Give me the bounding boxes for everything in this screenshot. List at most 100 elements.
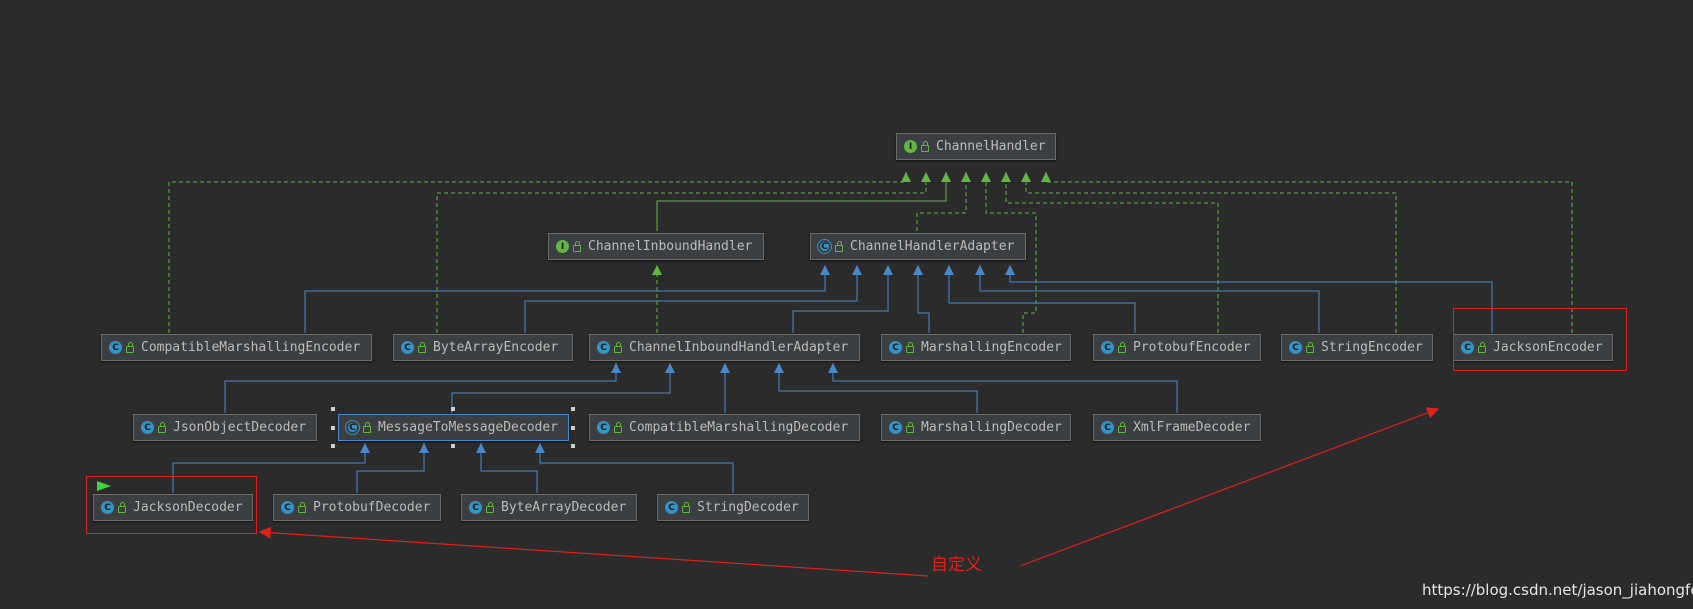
- implements-edges: [168, 172, 1573, 333]
- node-label: MarshallingDecoder: [921, 420, 1062, 435]
- edge-channel-handler-adapter-implements: [916, 172, 971, 231]
- edge-byte-array-encoder-implements: [436, 172, 931, 333]
- edge-marshalling-encoder-implements: [981, 172, 1037, 333]
- public-lock-icon: [118, 502, 126, 513]
- edge-byte-array-encoder-extends: [524, 265, 862, 333]
- annotation-arrow-to-jackson-encoder: [1019, 407, 1440, 567]
- edge-xml-frame-decoder-extends: [828, 363, 1178, 413]
- node-channel-inbound-handler-adapter[interactable]: C ChannelInboundHandlerAdapter: [589, 334, 860, 361]
- resize-handle[interactable]: [451, 407, 455, 411]
- node-label: ProtobufEncoder: [1133, 340, 1251, 355]
- edge-jackson-decoder-extends: [172, 443, 370, 493]
- public-lock-icon: [614, 422, 622, 433]
- public-lock-icon: [126, 342, 134, 353]
- interface-icon: I: [904, 140, 917, 153]
- node-label: ByteArrayDecoder: [501, 500, 627, 515]
- edge-compatible-marshalling-encoder-implements: [168, 172, 911, 333]
- resize-handle[interactable]: [331, 407, 335, 411]
- class-icon: C: [665, 501, 678, 514]
- node-label: MarshallingEncoder: [921, 340, 1062, 355]
- edge-marshalling-encoder-extends: [913, 265, 930, 333]
- class-icon: C: [889, 341, 902, 354]
- class-icon: C: [1289, 341, 1302, 354]
- public-lock-icon: [158, 422, 166, 433]
- class-icon: C: [141, 421, 154, 434]
- cursor-icon: [97, 481, 111, 491]
- resize-handle[interactable]: [571, 407, 575, 411]
- class-icon: C: [281, 501, 294, 514]
- watermark: https://blog.csdn.net/jason_jiahongfei: [1422, 581, 1693, 599]
- edge-protobuf-encoder-implements: [1001, 172, 1219, 333]
- resize-handle[interactable]: [571, 426, 575, 430]
- class-icon: C: [401, 341, 414, 354]
- node-label: MessageToMessageDecoder: [378, 420, 559, 435]
- class-icon: C: [597, 341, 610, 354]
- node-compatible-marshalling-encoder[interactable]: C CompatibleMarshallingEncoder: [101, 334, 372, 361]
- class-icon: C: [469, 501, 482, 514]
- node-byte-array-decoder[interactable]: C ByteArrayDecoder: [461, 494, 637, 521]
- class-icon: C: [109, 341, 122, 354]
- edge-protobuf-decoder-extends: [356, 443, 429, 493]
- public-lock-icon: [1306, 342, 1314, 353]
- node-label: ChannelInboundHandlerAdapter: [629, 340, 849, 355]
- edge-marshalling-decoder-extends: [774, 363, 978, 413]
- public-lock-icon: [573, 241, 581, 252]
- public-lock-icon: [1478, 342, 1486, 353]
- node-label: ChannelHandlerAdapter: [850, 239, 1015, 254]
- node-label: StringDecoder: [697, 500, 799, 515]
- edge-jackson-encoder-extends: [1005, 265, 1493, 333]
- node-label: JacksonDecoder: [133, 500, 243, 515]
- node-label: JsonObjectDecoder: [173, 420, 307, 435]
- public-lock-icon: [363, 422, 371, 433]
- annotation-label: 自定义: [931, 555, 982, 575]
- edge-channel-inbound-handler-extends: [656, 172, 951, 231]
- public-lock-icon: [921, 141, 929, 152]
- class-icon: C: [1461, 341, 1474, 354]
- resize-handle[interactable]: [451, 444, 455, 448]
- edge-message-to-message-decoder-extends: [451, 363, 675, 413]
- node-marshalling-encoder[interactable]: C MarshallingEncoder: [881, 334, 1071, 361]
- node-label: ProtobufDecoder: [313, 500, 431, 515]
- node-label: CompatibleMarshallingDecoder: [629, 420, 849, 435]
- extends-edges: [172, 265, 1493, 493]
- public-lock-icon: [486, 502, 494, 513]
- resize-handle[interactable]: [331, 444, 335, 448]
- node-string-decoder[interactable]: C StringDecoder: [657, 494, 809, 521]
- resize-handle[interactable]: [571, 444, 575, 448]
- abstract-class-icon: C: [818, 240, 831, 253]
- public-lock-icon: [682, 502, 690, 513]
- public-lock-icon: [1118, 422, 1126, 433]
- interface-icon: I: [556, 240, 569, 253]
- highlight-box-jackson-decoder: [86, 476, 257, 534]
- edge-jackson-encoder-implements: [1041, 172, 1573, 333]
- public-lock-icon: [418, 342, 426, 353]
- class-icon: C: [101, 501, 114, 514]
- node-jackson-decoder[interactable]: C JacksonDecoder: [93, 494, 253, 521]
- edge-string-encoder-extends: [975, 265, 1320, 333]
- public-lock-icon: [835, 241, 843, 252]
- node-label: CompatibleMarshallingEncoder: [141, 340, 361, 355]
- abstract-class-icon: C: [346, 421, 359, 434]
- edge-compatible-marshalling-encoder-extends: [304, 265, 830, 333]
- node-label: StringEncoder: [1321, 340, 1423, 355]
- public-lock-icon: [1118, 342, 1126, 353]
- interface-extends-edges: [656, 172, 951, 231]
- node-channel-handler-adapter[interactable]: C ChannelHandlerAdapter: [810, 233, 1026, 260]
- node-protobuf-decoder[interactable]: C ProtobufDecoder: [273, 494, 441, 521]
- node-compatible-marshalling-decoder[interactable]: C CompatibleMarshallingDecoder: [589, 414, 860, 441]
- node-label: ChannelHandler: [936, 139, 1046, 154]
- node-json-object-decoder[interactable]: C JsonObjectDecoder: [133, 414, 317, 441]
- node-channel-handler[interactable]: I ChannelHandler: [896, 133, 1056, 160]
- class-icon: C: [597, 421, 610, 434]
- resize-handle[interactable]: [331, 426, 335, 430]
- node-message-to-message-decoder[interactable]: C MessageToMessageDecoder: [338, 414, 569, 441]
- public-lock-icon: [906, 422, 914, 433]
- node-string-encoder[interactable]: C StringEncoder: [1281, 334, 1433, 361]
